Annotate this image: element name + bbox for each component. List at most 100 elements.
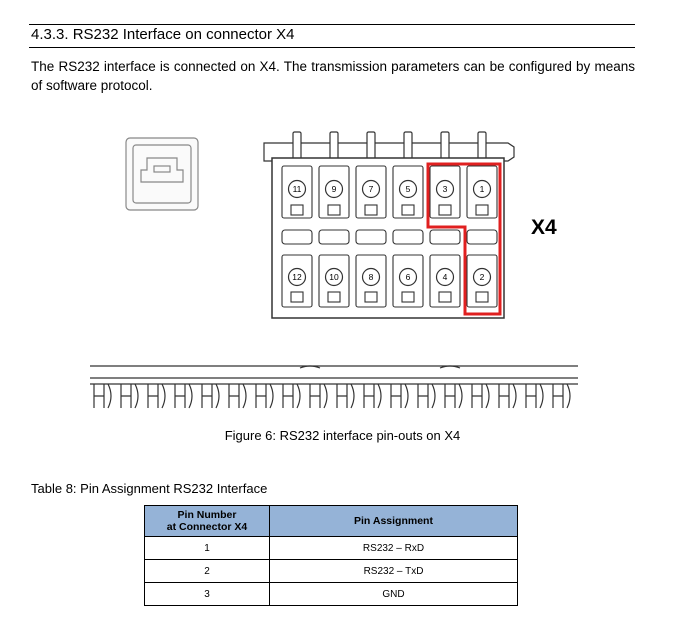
- pin-circle: [287, 179, 307, 199]
- pin-latch: [475, 291, 489, 303]
- pin-number: 12: [292, 272, 302, 282]
- rs232-pin-highlight: [426, 162, 502, 316]
- assignment-cell: RS232 – RxD: [269, 536, 518, 560]
- table-caption: Table 8: Pin Assignment RS232 Interface: [31, 481, 268, 496]
- connector-label: X4: [531, 216, 557, 239]
- header-pin-assignment: Pin Assignment: [269, 505, 518, 537]
- strip-tooth-curve: [269, 383, 274, 409]
- strip-tooth: [147, 384, 159, 408]
- strip-tooth: [120, 384, 132, 408]
- pin-latch: [290, 204, 304, 216]
- pin-cell: 1: [144, 536, 270, 560]
- pin-latch: [438, 204, 452, 216]
- strip-tooth-curve: [566, 383, 571, 409]
- pin-number: 2: [480, 272, 485, 282]
- strip-tooth: [444, 384, 456, 408]
- pin-cell: 3: [144, 582, 270, 606]
- strip-tooth: [201, 384, 213, 408]
- strip-tooth-curve: [404, 383, 409, 409]
- pin-number: 1: [480, 184, 485, 194]
- table-row: 2 RS232 – TxD: [144, 559, 518, 583]
- pin-number: 6: [406, 272, 411, 282]
- pin-circle: [435, 179, 455, 199]
- pin-circle: [361, 267, 381, 287]
- pin-latch: [401, 291, 415, 303]
- connector-strip: [90, 365, 578, 409]
- strip-tooth-curve: [458, 383, 463, 409]
- pin-stub: [440, 131, 450, 161]
- pin-latch: [364, 204, 378, 216]
- pin-middle-latch: [318, 229, 350, 245]
- pin-circle: [324, 267, 344, 287]
- pin-stub: [292, 131, 302, 161]
- pin-stub: [403, 131, 413, 161]
- strip-tooth-curve: [323, 383, 328, 409]
- table-header-row: Pin Number at Connector X4 Pin Assignmen…: [144, 505, 518, 537]
- heading-bottom-rule: [29, 47, 635, 48]
- usb-port-icon: [125, 137, 199, 211]
- pin-circle: [324, 179, 344, 199]
- figure-caption: Figure 6: RS232 interface pin-outs on X4: [224, 428, 461, 443]
- strip-tooth: [255, 384, 267, 408]
- strip-tooth: [228, 384, 240, 408]
- strip-tooth: [417, 384, 429, 408]
- strip-tooth: [93, 384, 105, 408]
- assignment-cell: RS232 – TxD: [269, 559, 518, 583]
- strip-tooth-curve: [512, 383, 517, 409]
- heading-top-rule: [29, 24, 635, 25]
- pin-stub: [366, 131, 376, 161]
- strip-tooth-curve: [485, 383, 490, 409]
- table-row: 1 RS232 – RxD: [144, 536, 518, 560]
- pin-latch: [401, 204, 415, 216]
- strip-tooth: [525, 384, 537, 408]
- pin-middle-latch: [355, 229, 387, 245]
- strip-tooth: [552, 384, 564, 408]
- strip-tooth-curve: [188, 383, 193, 409]
- pin-assignment-table: Pin Number at Connector X4 Pin Assignmen…: [144, 505, 518, 606]
- pin-latch: [438, 291, 452, 303]
- pin-number: 5: [406, 184, 411, 194]
- pin-number: 9: [332, 184, 337, 194]
- pin-circle: [435, 267, 455, 287]
- strip-tooth: [363, 384, 375, 408]
- table-row: 3 GND: [144, 582, 518, 606]
- strip-tooth: [309, 384, 321, 408]
- strip-tooth-curve: [377, 383, 382, 409]
- strip-tooth-curve: [161, 383, 166, 409]
- pin-latch: [364, 291, 378, 303]
- pin-middle-latch: [429, 229, 461, 245]
- strip-tooth: [471, 384, 483, 408]
- section-heading: 4.3.3. RS232 Interface on connector X4: [31, 26, 295, 43]
- assignment-cell: GND: [269, 582, 518, 606]
- strip-tooth: [498, 384, 510, 408]
- pin-middle-latch: [392, 229, 424, 245]
- pin-middle-latch: [281, 229, 313, 245]
- pin-cell: 2: [144, 559, 270, 583]
- pin-circle: [361, 179, 381, 199]
- pin-latch: [290, 291, 304, 303]
- pin-latch: [327, 204, 341, 216]
- pin-latch: [327, 291, 341, 303]
- pin-circle: [398, 267, 418, 287]
- strip-tooth-curve: [350, 383, 355, 409]
- pin-row-bottom: 12 10 8 6 4 2: [287, 267, 492, 287]
- strip-tooth: [282, 384, 294, 408]
- pin-stub: [329, 131, 339, 161]
- pin-number: 3: [443, 184, 448, 194]
- pin-latch: [475, 204, 489, 216]
- strip-tooth-curve: [539, 383, 544, 409]
- pin-number: 8: [369, 272, 374, 282]
- strip-tooth: [336, 384, 348, 408]
- strip-tooth-curve: [215, 383, 220, 409]
- pin-circle: [472, 267, 492, 287]
- strip-tooth-curve: [296, 383, 301, 409]
- pin-number: 4: [443, 272, 448, 282]
- pin-middle-latch: [466, 229, 498, 245]
- pin-stub: [477, 131, 487, 161]
- strip-tooth: [390, 384, 402, 408]
- intro-paragraph: The RS232 interface is connected on X4. …: [31, 59, 635, 93]
- strip-tooth-curve: [134, 383, 139, 409]
- header-pin-number: Pin Number at Connector X4: [144, 505, 270, 537]
- pin-number: 10: [329, 272, 339, 282]
